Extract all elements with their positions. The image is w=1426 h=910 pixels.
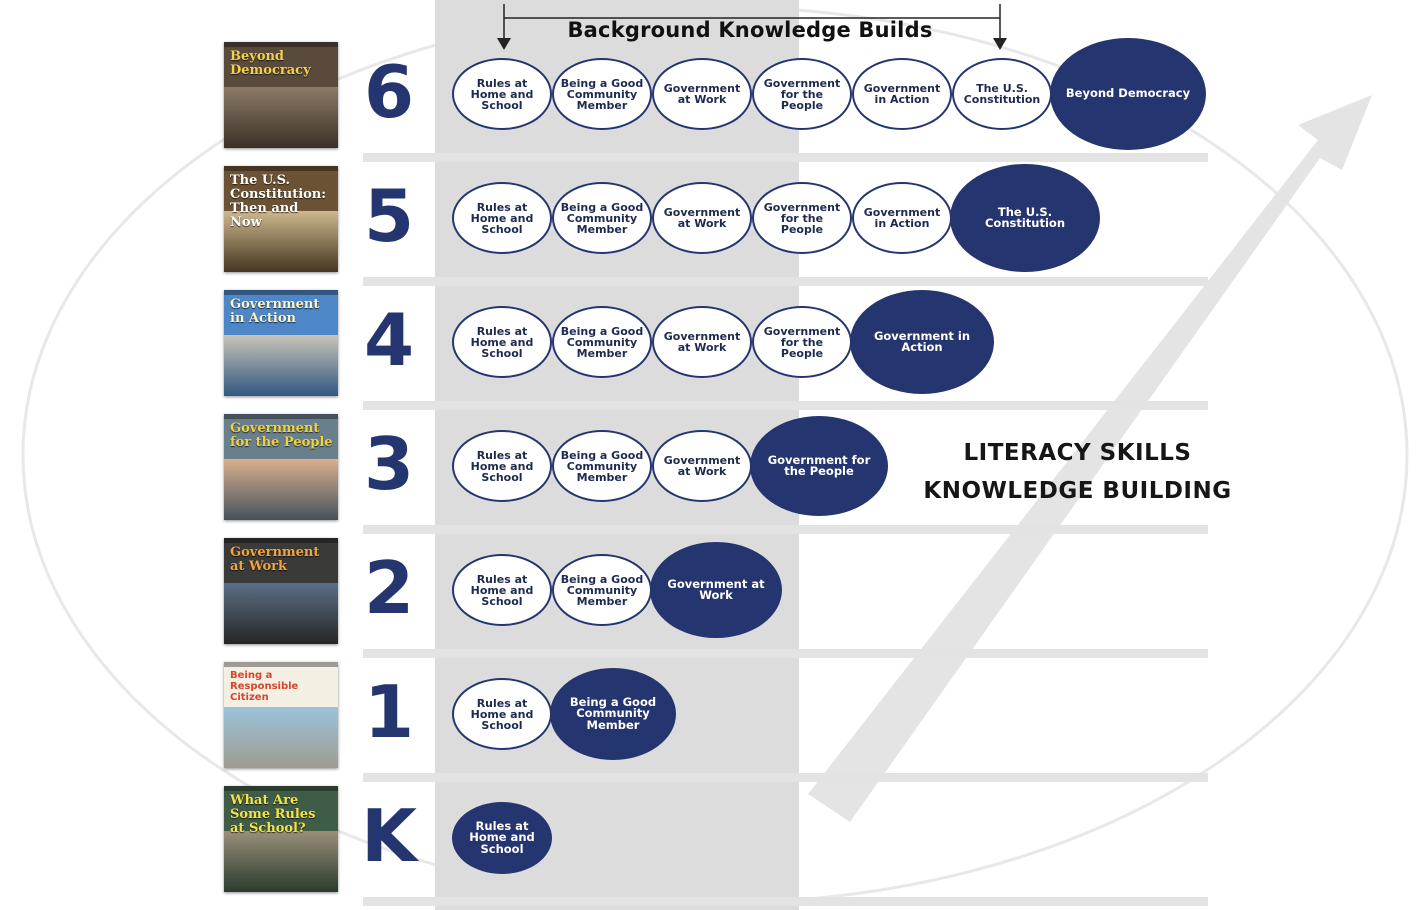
book-cover: Beyond Democracy [224, 42, 338, 148]
topic-bubble: Being a Good Community Member [552, 58, 652, 130]
current-topic-bubble: Beyond Democracy [1050, 38, 1206, 150]
row-divider [363, 277, 1208, 286]
row-divider [363, 525, 1208, 534]
grade-row: Government in Action 4 Rules at Home and S… [0, 288, 1426, 412]
topic-bubble: Government in Action [852, 58, 952, 130]
topic-bubble: Rules at Home and School [452, 430, 552, 502]
grade-label: 5 [363, 174, 415, 258]
topic-bubble: Government at Work [652, 58, 752, 130]
cover-band [224, 538, 338, 543]
row-divider [363, 401, 1208, 410]
topic-bubble: The U.S. Constitution [952, 58, 1052, 130]
book-cover-title: Being a Responsible Citizen [230, 670, 299, 703]
topic-bubble: Government at Work [652, 430, 752, 502]
topic-bubble: Government for the People [752, 306, 852, 378]
grade-row: The U.S. Constitution: Then and Now 5 Rule… [0, 164, 1426, 288]
arrow-down-right-icon [993, 38, 1007, 50]
growth-arrow [808, 95, 1372, 822]
book-cover: Government in Action [224, 290, 338, 396]
book-cover-title: Government at Work [230, 545, 320, 574]
grade-row: What Are Some Rules at School? K Rules at … [0, 784, 1426, 908]
grade-row: Government at Work 2 Rules at Home and Sch… [0, 536, 1426, 660]
literacy-skills-label: LITERACY SKILLS KNOWLEDGE BUILDING [880, 434, 1275, 510]
topic-bubble: Being a Good Community Member [552, 554, 652, 626]
topic-bubble: Rules at Home and School [452, 678, 552, 750]
header-bracket [497, 4, 1007, 50]
book-cover: Government for the People [224, 414, 338, 520]
topic-bubble: Government at Work [652, 306, 752, 378]
cover-band [224, 786, 338, 791]
cover-band [224, 166, 338, 171]
grade-row: Beyond Democracy 6 Rules at Home and Schoo… [0, 38, 1426, 164]
grade-label: 3 [363, 422, 415, 506]
grade-label: 1 [363, 670, 415, 754]
book-cover: What Are Some Rules at School? [224, 786, 338, 892]
topic-bubble: Being a Good Community Member [552, 182, 652, 254]
cover-photo [224, 830, 338, 892]
book-cover-title: Government in Action [230, 297, 320, 326]
current-topic-bubble: Government in Action [850, 290, 994, 394]
grade-label: 6 [363, 50, 415, 134]
knowledge-building-line: KNOWLEDGE BUILDING [923, 478, 1232, 504]
grade-label: 4 [363, 298, 415, 382]
book-cover-title: What Are Some Rules at School? [230, 793, 316, 836]
row-divider [363, 773, 1208, 782]
current-topic-bubble: Government for the People [750, 416, 888, 516]
current-topic-bubble: Rules at Home and School [452, 802, 552, 874]
grade-row: Government for the People 3 Rules at Home … [0, 412, 1426, 536]
grade-label: K [361, 794, 417, 878]
book-cover: The U.S. Constitution: Then and Now [224, 166, 338, 272]
book-cover: Being a Responsible Citizen [224, 662, 338, 768]
topic-bubble: Rules at Home and School [452, 182, 552, 254]
grade-label: 2 [363, 546, 415, 630]
current-topic-bubble: The U.S. Constitution [950, 164, 1100, 272]
row-divider [363, 649, 1208, 658]
cover-photo [224, 706, 338, 768]
literacy-skills-line: LITERACY SKILLS [963, 440, 1192, 466]
cover-band [224, 414, 338, 419]
topic-bubble: Being a Good Community Member [552, 430, 652, 502]
cover-photo [224, 210, 338, 272]
cover-photo [224, 458, 338, 520]
cover-photo [224, 582, 338, 644]
row-divider [363, 897, 1208, 906]
topic-bubble: Rules at Home and School [452, 554, 552, 626]
topic-bubble: Government for the People [752, 182, 852, 254]
book-cover-title: The U.S. Constitution: Then and Now [230, 173, 327, 230]
topic-bubble: Rules at Home and School [452, 306, 552, 378]
grade-row: Being a Responsible Citizen 1 Rules at Hom… [0, 660, 1426, 784]
row-divider [363, 153, 1208, 162]
topic-bubble: Government for the People [752, 58, 852, 130]
cover-band [224, 290, 338, 295]
book-cover-title: Beyond Democracy [230, 49, 311, 78]
book-cover-title: Government for the People [230, 421, 333, 450]
current-topic-bubble: Being a Good Community Member [550, 668, 676, 760]
topic-bubble: Government at Work [652, 182, 752, 254]
topic-bubble: Government in Action [852, 182, 952, 254]
topic-bubble: Being a Good Community Member [552, 306, 652, 378]
cover-photo [224, 334, 338, 396]
arrow-down-left-icon [497, 38, 511, 50]
topic-bubble: Rules at Home and School [452, 58, 552, 130]
cover-band [224, 42, 338, 47]
current-topic-bubble: Government at Work [650, 542, 782, 638]
book-cover: Government at Work [224, 538, 338, 644]
cover-photo [224, 86, 338, 148]
background-knowledge-title: Background Knowledge Builds [567, 18, 933, 42]
cover-band [224, 662, 338, 667]
